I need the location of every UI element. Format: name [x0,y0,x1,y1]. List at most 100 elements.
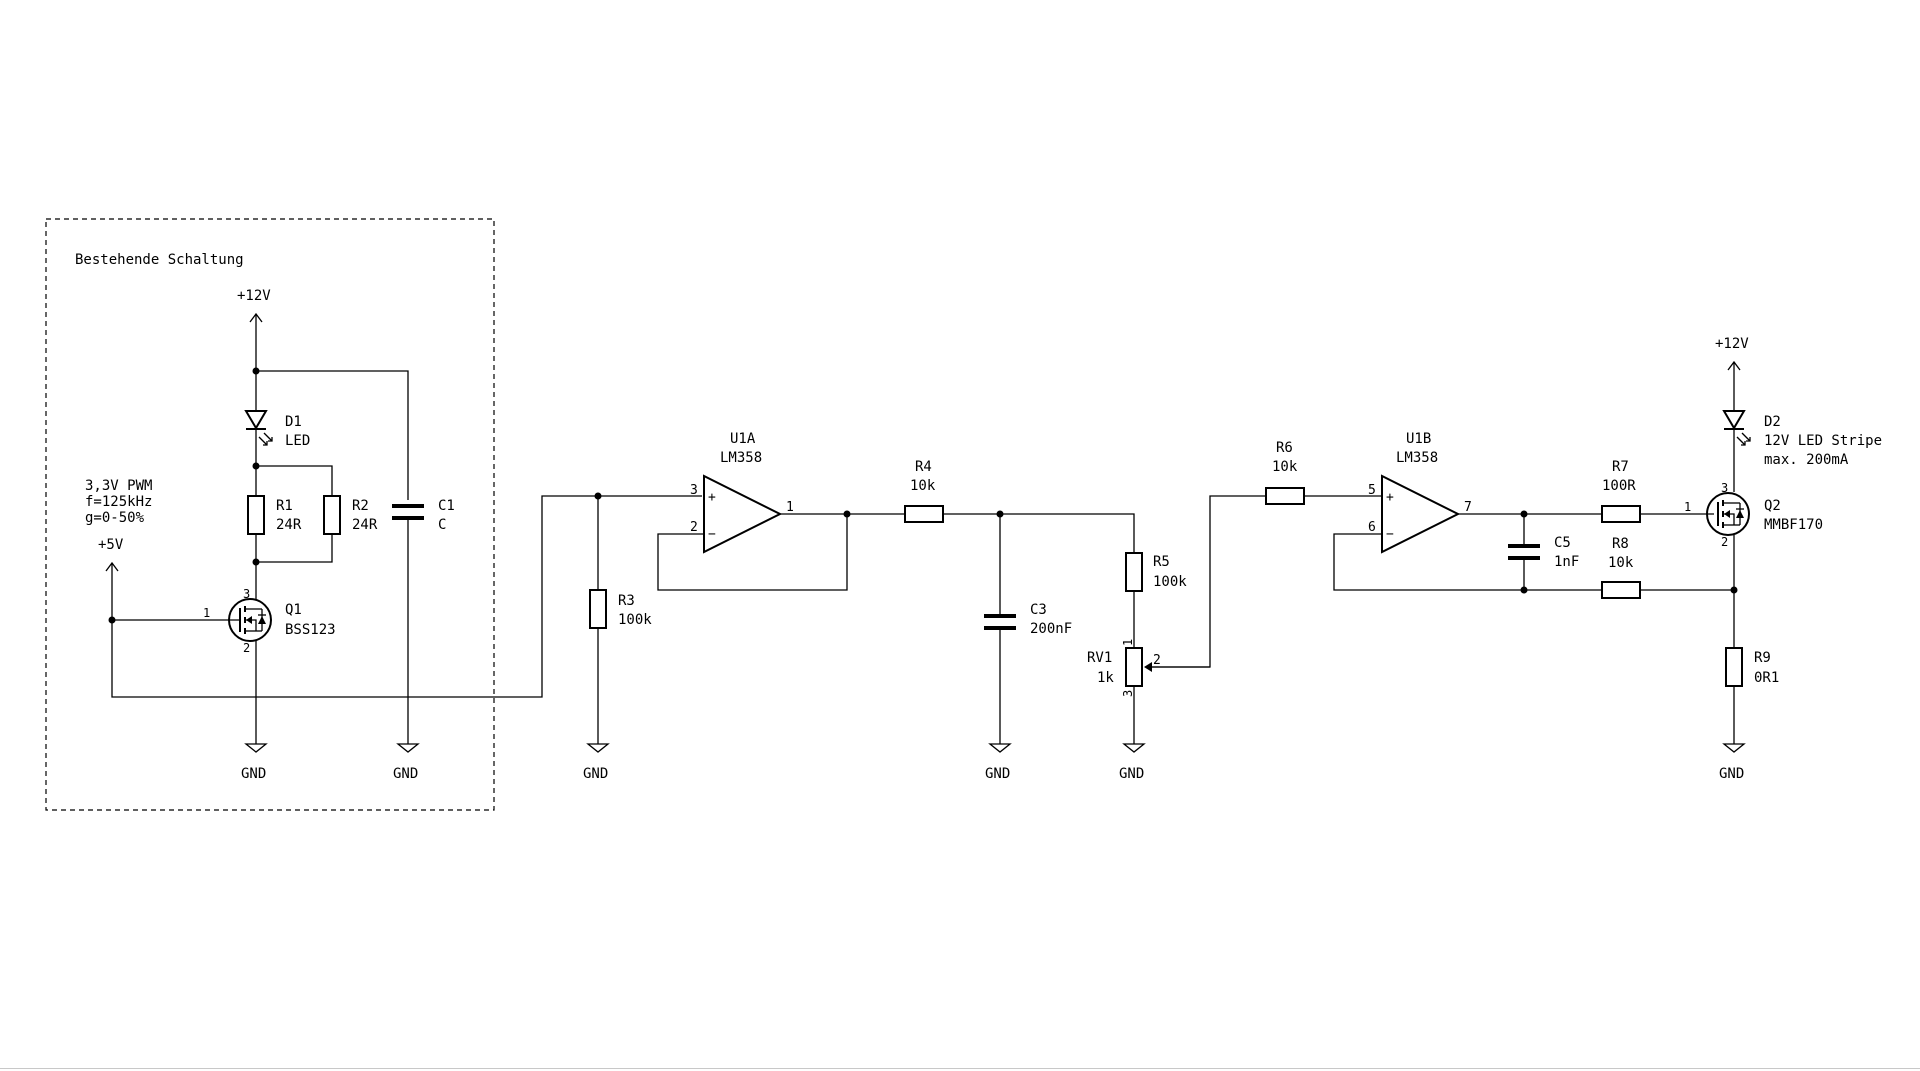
resistor-r2: R2 24R [323,495,378,535]
svg-text:+5V: +5V [98,537,124,553]
svg-text:10k: 10k [1272,459,1298,475]
resistor-r1: R1 24R [247,495,302,535]
svg-text:Q1: Q1 [285,602,302,618]
svg-text:1k: 1k [1097,670,1114,686]
gnd-q1: GND [241,740,268,782]
gnd-r3: GND [583,740,610,782]
svg-text:C1: C1 [438,498,455,514]
svg-text:LM358: LM358 [1396,450,1438,466]
svg-text:R2: R2 [352,498,369,514]
svg-text:1: 1 [1684,500,1691,514]
svg-text:max. 200mA: max. 200mA [1764,452,1849,468]
resistor-r4: R4 10k [904,459,944,523]
resistor-r8: R8 10k [1601,536,1641,599]
svg-text:24R: 24R [276,517,302,533]
svg-text:3: 3 [1721,481,1728,495]
svg-text:GND: GND [241,766,266,782]
svg-text:2: 2 [1153,653,1161,668]
svg-text:10k: 10k [1608,555,1634,571]
svg-text:R7: R7 [1612,459,1629,475]
led-d1: D1 LED [244,410,310,449]
resistor-r6: R6 10k [1265,440,1305,505]
svg-text:GND: GND [985,766,1010,782]
svg-text:GND: GND [1119,766,1144,782]
svg-text:100k: 100k [618,612,652,628]
svg-text:100R: 100R [1602,478,1636,494]
capacitor-c5: C5 1nF [1508,535,1579,570]
svg-text:2: 2 [243,641,250,655]
svg-text:6: 6 [1368,520,1376,535]
svg-text:GND: GND [393,766,418,782]
gnd-c1: GND [393,740,420,782]
pwm-note: 3,3V PWM f=125kHz g=0-50% [85,478,152,526]
svg-text:C5: C5 [1554,535,1571,551]
bottom-divider [0,1068,1920,1069]
svg-text:g=0-50%: g=0-50% [85,510,145,526]
opamp-u1a: + − 3 2 1 U1A LM358 [690,431,794,554]
svg-text:3: 3 [1121,690,1135,697]
svg-text:5: 5 [1368,483,1376,498]
svg-text:7: 7 [1464,500,1472,515]
mosfet-q2: Q2 MMBF170 3 2 1 [1684,481,1823,549]
resistor-r3: R3 100k [589,589,652,629]
svg-text:1: 1 [1121,639,1135,646]
svg-text:3: 3 [690,483,698,498]
svg-text:10k: 10k [910,478,936,494]
svg-text:−: − [1386,527,1394,542]
svg-text:C: C [438,517,446,533]
svg-text:GND: GND [1719,766,1744,782]
svg-text:RV1: RV1 [1087,650,1112,666]
svg-text:1nF: 1nF [1554,554,1579,570]
capacitor-c1: C1 C [392,498,455,533]
svg-text:R6: R6 [1276,440,1293,456]
svg-text:3,3V PWM: 3,3V PWM [85,478,152,494]
gnd-rv1: GND [1119,740,1146,782]
svg-text:R5: R5 [1153,554,1170,570]
resistor-r7: R7 100R [1601,459,1641,523]
svg-text:R3: R3 [618,593,635,609]
svg-text:R4: R4 [915,459,932,475]
svg-text:D2: D2 [1764,414,1781,430]
svg-text:BSS123: BSS123 [285,622,336,638]
svg-text:1: 1 [786,500,794,515]
svg-text:1: 1 [203,606,210,620]
svg-text:0R1: 0R1 [1754,670,1779,686]
svg-text:+12V: +12V [1715,336,1749,352]
svg-text:+: + [708,490,716,505]
svg-text:R9: R9 [1754,650,1771,666]
opamp-u1b: + − 5 6 7 U1B LM358 [1368,431,1472,554]
svg-text:R8: R8 [1612,536,1629,552]
svg-text:C3: C3 [1030,602,1047,618]
potentiometer-rv1: RV1 1k 1 2 3 [1087,639,1210,697]
led-d2: D2 12V LED Stripe max. 200mA [1722,410,1882,468]
power-5v: +5V [98,537,124,620]
svg-text:D1: D1 [285,414,302,430]
svg-text:2: 2 [690,520,698,535]
svg-text:f=125kHz: f=125kHz [85,494,152,510]
capacitor-c3: C3 200nF [984,602,1072,637]
power-12v-left: +12V [237,288,271,371]
svg-text:+12V: +12V [237,288,271,304]
gnd-c3: GND [985,740,1012,782]
frame-label: Bestehende Schaltung [75,252,244,268]
svg-text:R1: R1 [276,498,293,514]
svg-text:Q2: Q2 [1764,498,1781,514]
svg-text:GND: GND [583,766,608,782]
mosfet-q1: Q1 BSS123 3 2 1 [203,587,336,655]
svg-text:U1B: U1B [1406,431,1431,447]
svg-text:MMBF170: MMBF170 [1764,517,1823,533]
svg-text:24R: 24R [352,517,378,533]
svg-text:LED: LED [285,433,310,449]
existing-circuit-frame [45,218,495,811]
svg-text:−: − [708,527,716,542]
power-12v-right: +12V [1715,336,1749,411]
svg-text:3: 3 [243,587,250,601]
svg-text:100k: 100k [1153,574,1187,590]
resistor-r5: R5 100k [1125,552,1187,592]
gnd-r9: GND [1719,740,1746,782]
svg-text:+: + [1386,490,1394,505]
svg-text:200nF: 200nF [1030,621,1072,637]
resistor-r9: R9 0R1 [1725,647,1779,687]
svg-text:2: 2 [1721,535,1728,549]
